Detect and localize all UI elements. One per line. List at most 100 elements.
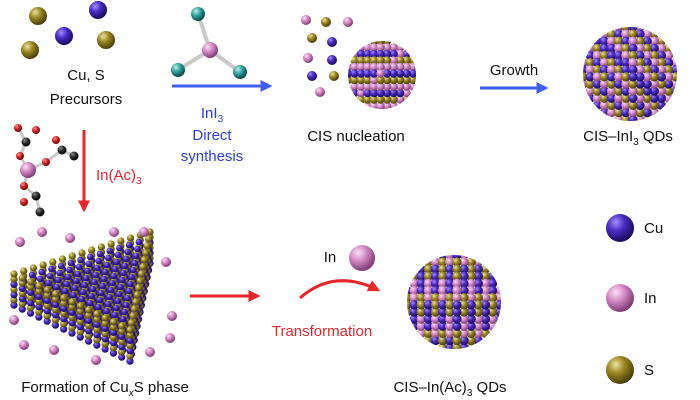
cu-atom (63, 280, 70, 288)
s-atom (60, 294, 68, 302)
s-atom (18, 300, 26, 308)
cu-atom (452, 255, 462, 260)
cu-atom (18, 284, 26, 292)
s-atom (466, 257, 476, 267)
in-atom (635, 65, 645, 75)
s-atom (438, 271, 448, 281)
cu-atom (585, 72, 595, 82)
in-atom (389, 56, 398, 65)
in-atom (356, 82, 366, 91)
ini3-molecule (171, 7, 247, 79)
s-atom (49, 258, 57, 266)
cu-atom (363, 69, 372, 78)
cu-atom (66, 266, 73, 274)
cu-atom (106, 247, 114, 255)
cu-atom (35, 313, 43, 321)
s-atom (142, 249, 150, 257)
in-atom (621, 29, 631, 39)
in-atom (635, 115, 645, 121)
cu-atom (606, 43, 617, 53)
s-atom (445, 307, 455, 317)
in-atom (592, 93, 602, 103)
s-atom (126, 326, 134, 334)
s-atom (416, 307, 426, 317)
cu-atom (438, 307, 448, 317)
in-atom (635, 27, 645, 32)
cu-atom (606, 93, 617, 103)
in-atom (628, 107, 638, 118)
cu-atom (125, 287, 133, 295)
s-atom (407, 293, 412, 303)
in-atom (671, 79, 677, 89)
formation-label: Formation of CuxS phase (21, 379, 189, 399)
in-atom (480, 293, 491, 303)
nucleation-scattered-atoms (301, 15, 353, 97)
cu-atom (614, 50, 624, 61)
cu-atom (26, 309, 35, 317)
s-atom (51, 295, 60, 303)
cu-atom (43, 296, 51, 304)
in-atom (382, 43, 392, 52)
cu-atom (656, 50, 667, 61)
s-atom (423, 264, 433, 274)
in-atom (49, 345, 59, 355)
in-atom (592, 50, 602, 61)
s-atom (130, 305, 138, 313)
cu-atom (599, 65, 609, 75)
s-atom (376, 56, 385, 65)
cu-atom (621, 107, 631, 118)
s-atom (356, 75, 366, 85)
s-atom (93, 310, 101, 318)
cu-atom (614, 100, 624, 111)
s-atom (635, 107, 645, 118)
in-atom (592, 72, 602, 82)
in-atom (495, 293, 501, 303)
in-atom (389, 43, 398, 52)
cu-atom (124, 294, 131, 302)
cu-atom (18, 295, 26, 303)
s-atom (84, 332, 93, 340)
cu-atom (78, 295, 86, 303)
cu-atom (395, 69, 405, 78)
s-atom (140, 256, 148, 264)
s-atom (26, 283, 35, 291)
legend-cu-label: Cu (644, 220, 663, 237)
cu-atom (635, 50, 645, 61)
cu-atom (369, 88, 379, 98)
in-atom (369, 62, 379, 72)
cu-atom (96, 250, 104, 258)
in-atom (480, 278, 491, 289)
in-atom (349, 245, 375, 271)
cu-atom (71, 284, 79, 292)
precursor-atoms (21, 1, 115, 59)
s-atom (118, 348, 126, 356)
s-atom (129, 312, 137, 320)
s-atom (60, 299, 68, 307)
in-atom (614, 72, 624, 82)
s-atom (10, 286, 18, 294)
s-atom (109, 318, 118, 326)
cu-atom (438, 255, 448, 260)
cu-atom (452, 321, 462, 331)
cu-atom (635, 29, 645, 39)
in-atom (363, 62, 372, 72)
cu-atom (656, 72, 667, 82)
cu-atom (102, 268, 109, 276)
s-atom (430, 293, 441, 303)
cu-atom (76, 312, 84, 320)
cu-atom (350, 69, 359, 78)
in-atom (614, 93, 624, 103)
cu-atom (26, 299, 35, 307)
cu-atom (113, 258, 120, 266)
s-atom (452, 343, 462, 349)
s-atom (133, 291, 141, 299)
cu-atom (110, 272, 118, 280)
precursors-label-line2: Precursors (50, 91, 123, 108)
cu-atom (416, 278, 426, 289)
s-atom (621, 93, 631, 103)
s-atom (635, 86, 645, 96)
in-atom (656, 43, 667, 53)
cu-atom (606, 72, 617, 82)
s-atom (76, 302, 84, 310)
in-atom (628, 58, 638, 68)
